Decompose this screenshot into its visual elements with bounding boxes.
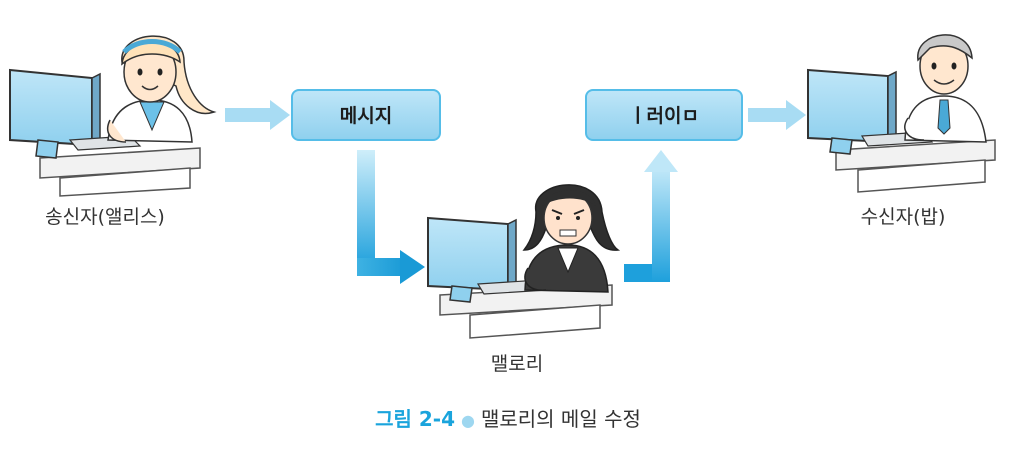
caption-bullet-icon: ●: [461, 411, 475, 430]
altered-message-box: ㅣ러이ㅁ: [585, 89, 743, 141]
sender-label: 송신자(앨리스): [45, 206, 165, 228]
mallory-label: 맬로리: [491, 353, 543, 375]
man-at-computer-icon: [807, 34, 996, 193]
figure-title: 맬로리의 메일 수정: [480, 407, 641, 431]
altered-message-label: ㅣ러이ㅁ: [629, 105, 699, 127]
arrow-right-icon: [748, 100, 806, 130]
attacker-at-computer-icon: [427, 184, 621, 339]
woman-at-computer-icon: [9, 35, 217, 197]
figure-caption: 그림 2-4 ● 맬로리의 메일 수정: [0, 403, 1016, 432]
original-message-box: 메시지: [291, 89, 441, 141]
figure-number: 그림 2-4: [375, 407, 455, 431]
receiver-label: 수신자(밥): [861, 206, 946, 228]
arrow-down-right-icon: [357, 150, 425, 284]
arrow-up-icon: [624, 150, 678, 282]
arrow-right-icon: [225, 100, 290, 130]
original-message-label: 메시지: [340, 105, 392, 127]
